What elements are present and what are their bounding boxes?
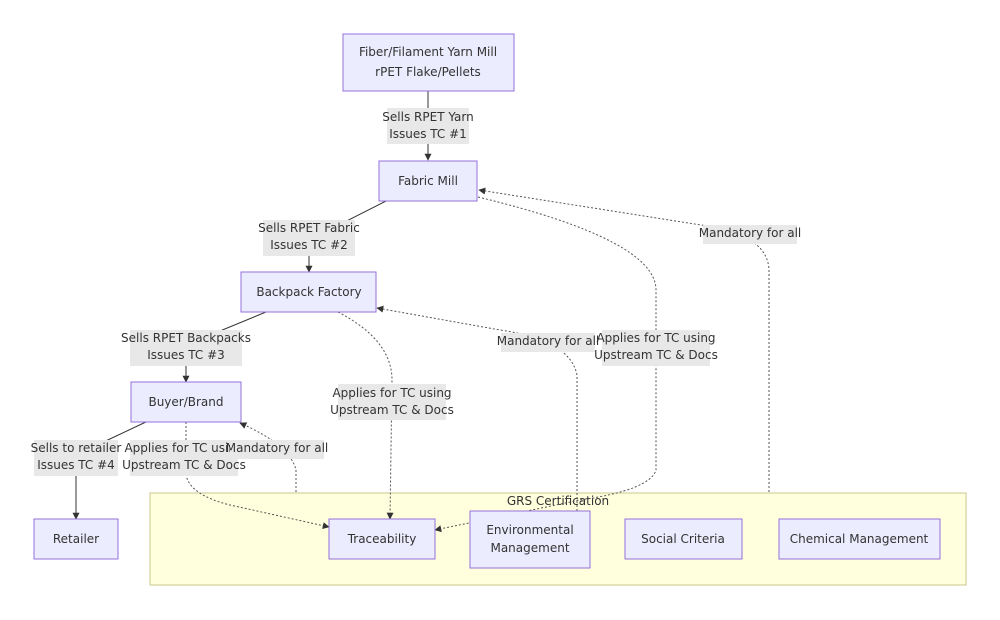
node-buyer-brand[interactable]: Buyer/Brand (130, 381, 242, 423)
edge-label-e9: Applies for TC using Upstream TC & Docs (594, 330, 718, 366)
node-chemical-management-label: Chemical Management (790, 532, 929, 546)
edge-label-e6: Mandatory for all (226, 440, 329, 459)
edge-label-e8: Mandatory for all (497, 333, 600, 352)
edge-label-e3-line2: Issues TC #3 (147, 348, 225, 362)
node-buyer-brand-label: Buyer/Brand (148, 395, 223, 409)
node-environmental-management[interactable]: Environmental Management (469, 510, 591, 569)
edge-backpack-to-traceability (337, 311, 394, 520)
edge-label-e5-line1: Applies for TC using (124, 441, 243, 455)
edge-label-e10-line1: Mandatory for all (699, 226, 802, 240)
edge-label-e9-line1: Applies for TC using (596, 331, 715, 345)
node-chemical-management[interactable]: Chemical Management (778, 518, 941, 560)
edge-label-e3: Sells RPET Backpacks Issues TC #3 (121, 330, 251, 366)
node-traceability-label: Traceability (347, 532, 417, 546)
edge-label-e5-line2: Upstream TC & Docs (122, 458, 246, 472)
edge-labels: Sells RPET Yarn Issues TC #1 Sells RPET … (31, 108, 802, 476)
edge-label-e4: Sells to retailer Issues TC #4 (31, 440, 122, 476)
edge-label-e7: Applies for TC using Upstream TC & Docs (330, 384, 454, 420)
edge-label-e1-line2: Issues TC #1 (389, 127, 467, 141)
nodes: Fiber/Filament Yarn Mill rPET Flake/Pell… (33, 33, 941, 569)
node-fabric-mill-label: Fabric Mill (398, 174, 458, 188)
edge-label-e9-line2: Upstream TC & Docs (594, 348, 718, 362)
edge-label-e3-line1: Sells RPET Backpacks (121, 331, 251, 345)
edge-label-e4-line2: Issues TC #4 (37, 458, 115, 472)
edge-label-e2-line1: Sells RPET Fabric (258, 221, 360, 235)
node-social-criteria[interactable]: Social Criteria (624, 518, 743, 560)
edge-label-e6-line1: Mandatory for all (226, 441, 329, 455)
edge-label-e8-line1: Mandatory for all (497, 334, 600, 348)
node-yarn-mill-line1: Fiber/Filament Yarn Mill (359, 45, 497, 59)
edge-label-e1: Sells RPET Yarn Issues TC #1 (382, 108, 474, 144)
edge-label-e7-line1: Applies for TC using (332, 386, 451, 400)
node-social-criteria-label: Social Criteria (641, 532, 725, 546)
edge-label-e10: Mandatory for all (699, 225, 802, 244)
node-traceability[interactable]: Traceability (328, 518, 436, 560)
edge-label-e5: Applies for TC using Upstream TC & Docs (122, 440, 246, 476)
edge-fabric-to-traceability (434, 196, 657, 533)
edge-label-e2: Sells RPET Fabric Issues TC #2 (258, 220, 360, 256)
edge-label-e2-line2: Issues TC #2 (270, 238, 348, 252)
edge-label-e1-line1: Sells RPET Yarn (382, 110, 473, 124)
node-yarn-mill-line2: rPET Flake/Pellets (375, 65, 481, 79)
node-backpack-factory[interactable]: Backpack Factory (240, 271, 377, 313)
node-retailer[interactable]: Retailer (33, 518, 119, 560)
cluster-label: GRS Certification (507, 494, 609, 508)
edge-label-e7-line2: Upstream TC & Docs (330, 403, 454, 417)
node-backpack-factory-label: Backpack Factory (256, 285, 361, 299)
edge-label-e4-line1: Sells to retailer (31, 441, 122, 455)
node-retailer-label: Retailer (53, 532, 99, 546)
node-environmental-line2: Management (490, 541, 569, 555)
node-fabric-mill[interactable]: Fabric Mill (378, 160, 478, 202)
node-yarn-mill[interactable]: Fiber/Filament Yarn Mill rPET Flake/Pell… (342, 33, 515, 92)
node-environmental-line1: Environmental (486, 523, 573, 537)
